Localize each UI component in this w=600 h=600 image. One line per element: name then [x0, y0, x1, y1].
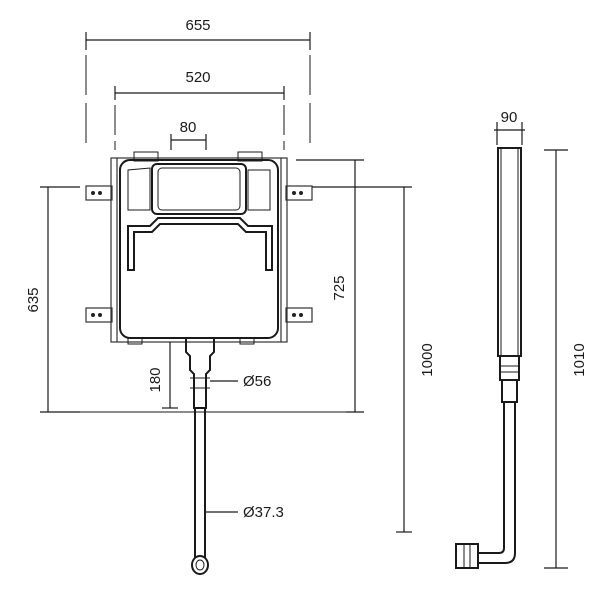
- dimension-1000: 1000: [312, 186, 436, 533]
- side-view: [455, 147, 522, 569]
- mounting-bracket-bottom-right: [285, 307, 313, 323]
- dimension-label-180: 180: [147, 367, 164, 392]
- diameter-label-37-3: Ø37.3: [243, 504, 284, 521]
- dimension-90: 90: [494, 109, 525, 145]
- outlet-connector: [185, 338, 215, 409]
- dimension-180: 180: [147, 342, 178, 409]
- dimension-635: 635: [25, 186, 80, 413]
- mounting-bracket-top-left: [85, 185, 113, 201]
- dimension-1010: 1010: [544, 149, 588, 569]
- mounting-bracket-top-right: [285, 185, 313, 201]
- dimension-label-725: 725: [331, 275, 348, 300]
- dimension-label-1000: 1000: [419, 343, 436, 376]
- dimension-label-520: 520: [185, 69, 210, 86]
- mounting-frame: [110, 157, 288, 343]
- leader-diameter-37-3: Ø37.3: [205, 504, 284, 521]
- dimension-label-655: 655: [185, 17, 210, 34]
- dimension-520: 520: [114, 69, 285, 150]
- dimension-label-635: 635: [25, 287, 42, 312]
- dimension-725: 725: [296, 159, 364, 413]
- leader-diameter-56: Ø56: [210, 373, 271, 390]
- dimension-80: 80: [170, 119, 207, 150]
- mounting-bracket-bottom-left: [85, 307, 113, 323]
- cistern-body: [119, 151, 279, 345]
- dimension-label-80: 80: [180, 119, 197, 136]
- dimension-label-90: 90: [501, 109, 518, 126]
- flush-plate-opening: [151, 163, 247, 215]
- diameter-label-56: Ø56: [243, 373, 271, 390]
- dimension-label-1010: 1010: [571, 343, 588, 376]
- flush-pipe: [191, 408, 209, 575]
- dimension-655: 655: [85, 17, 311, 145]
